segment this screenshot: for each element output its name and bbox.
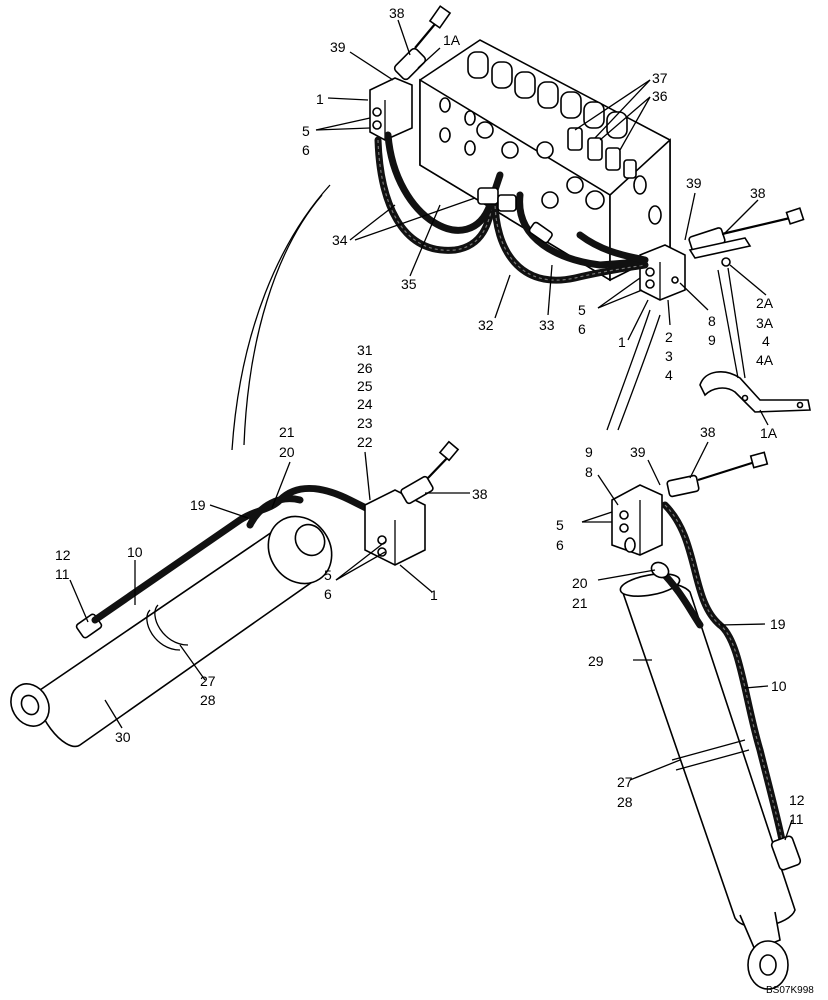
diagram-reference-code: BS07K998	[766, 985, 814, 996]
callout-5-left: 5	[324, 567, 332, 583]
callout-stack-2: 26	[357, 360, 373, 376]
control-valve-assembly	[419, 39, 671, 282]
callout-1-right: 1	[618, 334, 626, 350]
callout-35: 35	[401, 276, 417, 292]
callout-21-left: 21	[279, 424, 295, 440]
callout-1A-top: 1A	[443, 32, 461, 48]
callout-32: 32	[478, 317, 494, 333]
callout-34: 34	[332, 232, 348, 248]
bracket-1A	[699, 371, 811, 413]
callout-38-right: 38	[750, 185, 766, 201]
callout-37: 37	[652, 70, 668, 86]
callout-5-top: 5	[302, 123, 310, 139]
valve-fittings	[567, 127, 637, 179]
callout-38-top: 38	[389, 5, 405, 21]
callout-39-cyl-right: 39	[630, 444, 646, 460]
callout-4A: 4A	[756, 352, 774, 368]
callout-1A-right: 1A	[760, 425, 778, 441]
callout-27-left: 27	[200, 673, 216, 689]
callout-5-right: 5	[578, 302, 586, 318]
callout-29: 29	[588, 653, 604, 669]
top-hoses	[374, 131, 649, 284]
callout-9-right: 9	[708, 332, 716, 348]
valve-ports	[439, 97, 662, 225]
callout-10-cyl-right: 10	[771, 678, 787, 694]
callout-30: 30	[115, 729, 131, 745]
callout-9-cyl-right: 9	[585, 444, 593, 460]
callout-11-cyl-right: 11	[789, 811, 804, 827]
callout-6-left: 6	[324, 586, 332, 602]
callout-20-left: 20	[279, 444, 295, 460]
callout-5-cyl-right: 5	[556, 517, 564, 533]
callout-6-top: 6	[302, 142, 310, 158]
callout-12-cyl-right: 12	[789, 792, 805, 808]
callout-4-right: 4	[665, 367, 673, 383]
callout-labels: 38 1A 39 1 5 6 37 36 34 35 32 33 39 38 2…	[55, 5, 805, 827]
callout-8-cyl-right: 8	[585, 464, 593, 480]
callout-36: 36	[652, 88, 668, 104]
callout-stack-4: 24	[357, 396, 373, 412]
callout-20-cyl-right: 20	[572, 575, 588, 591]
callout-6-cyl-right: 6	[556, 537, 564, 553]
callout-28-cyl-right: 28	[617, 794, 633, 810]
callout-19-cyl-right: 19	[770, 616, 786, 632]
callout-3-right: 3	[665, 348, 673, 364]
right-cylinder-assembly	[611, 451, 802, 990]
callout-38-left: 38	[472, 486, 488, 502]
leader-lines	[69, 19, 793, 841]
callout-39-right: 39	[686, 175, 702, 191]
callout-stack-6: 22	[357, 434, 373, 450]
callout-stack-3: 25	[357, 378, 373, 394]
callout-3A: 3A	[756, 315, 774, 331]
callout-1-left: 1	[430, 587, 438, 603]
callout-10-left: 10	[127, 544, 143, 560]
callout-2-right: 2	[665, 329, 673, 345]
callout-39-top: 39	[330, 39, 346, 55]
callout-6-right: 6	[578, 321, 586, 337]
reference-curves	[231, 184, 746, 451]
top-manifold-block	[369, 5, 452, 141]
callout-12-left: 12	[55, 547, 71, 563]
callout-stack-5: 23	[357, 415, 373, 431]
callout-27-cyl-right: 27	[617, 774, 633, 790]
callout-1-top: 1	[316, 91, 324, 107]
callout-stack-1: 31	[357, 342, 373, 358]
callout-8-right: 8	[708, 313, 716, 329]
callout-38-cyl-right: 38	[700, 424, 716, 440]
callout-33: 33	[539, 317, 555, 333]
callout-11-left: 11	[55, 566, 70, 582]
callout-19-left: 19	[190, 497, 206, 513]
callout-28-left: 28	[200, 692, 216, 708]
right-manifold-block	[639, 207, 805, 301]
callout-4-right-stack: 4	[762, 333, 770, 349]
left-cylinder-assembly	[10, 440, 460, 748]
callout-21-cyl-right: 21	[572, 595, 588, 611]
callout-2A: 2A	[756, 295, 774, 311]
